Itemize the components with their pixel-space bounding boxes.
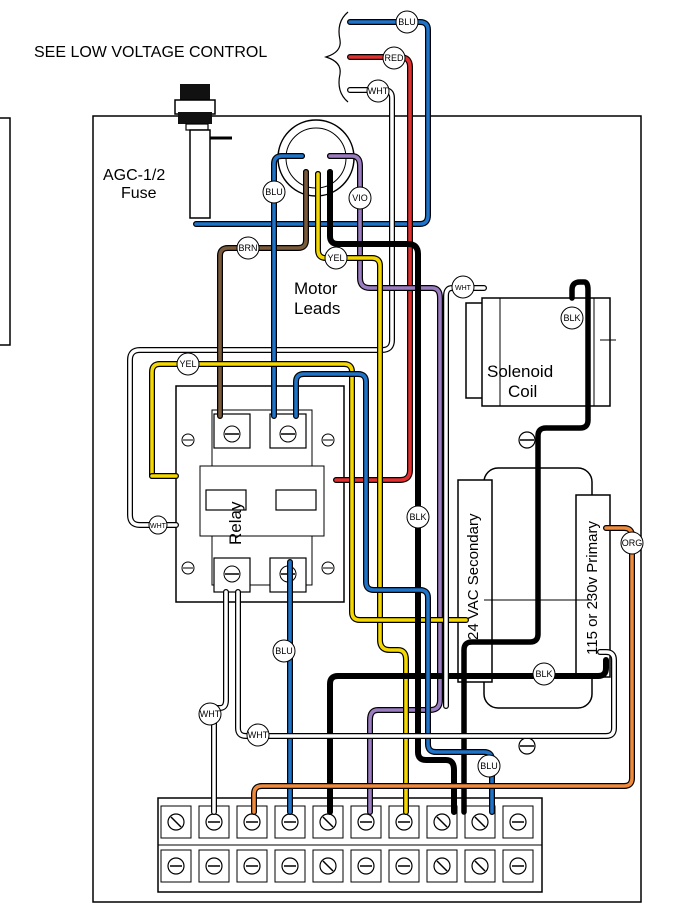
adjacent-panel: [0, 117, 11, 346]
tag-org: ORG: [620, 531, 644, 555]
tag-blk-solenoid: BLK: [560, 306, 584, 330]
terminal-screw: [312, 849, 344, 883]
svg-text:VIO: VIO: [352, 193, 368, 203]
svg-text:RED: RED: [384, 53, 404, 63]
motor-label-line2: Leads: [294, 299, 340, 318]
svg-text:WHT: WHT: [248, 730, 269, 740]
wire-black-primary: [327, 657, 609, 815]
terminal-screw: [502, 849, 534, 883]
tag-blu-relay: BLU: [272, 639, 296, 663]
svg-text:WHT: WHT: [200, 709, 221, 719]
svg-text:BLU: BLU: [275, 646, 293, 656]
tag-brn: BRN: [236, 236, 260, 260]
svg-text:BLK: BLK: [563, 313, 580, 323]
low-voltage-brace: [323, 11, 349, 103]
svg-text:BRN: BRN: [238, 243, 257, 253]
relay: [175, 385, 345, 603]
svg-text:YEL: YEL: [327, 253, 344, 263]
tag-blu-bottom: BLU: [477, 754, 501, 778]
tag-yel-left: YEL: [176, 352, 200, 376]
fuse-label-line1: AGC-1/2: [103, 167, 165, 184]
fuse-label-line2: Fuse: [121, 185, 157, 202]
wire-black-main: [327, 169, 457, 815]
solenoid-label-line1: Solenoid: [487, 362, 553, 381]
tag-blu-motor: BLU: [262, 180, 286, 204]
tag-wht-solenoid: WHT: [451, 275, 475, 299]
tag-wht-lower-left: WHT: [198, 702, 222, 726]
svg-text:WHT: WHT: [150, 523, 167, 530]
low-voltage-label: SEE LOW VOLTAGE CONTROL: [34, 44, 267, 61]
svg-text:YEL: YEL: [179, 359, 196, 369]
svg-text:BLU: BLU: [480, 761, 498, 771]
svg-text:WHT: WHT: [455, 285, 472, 292]
terminal-screw: [426, 849, 458, 883]
tag-blk-primary: BLK: [532, 662, 556, 686]
motor-label-line1: Motor: [294, 279, 338, 298]
secondary-label: 24 VAC Secondary: [465, 513, 482, 640]
svg-text:WHT: WHT: [368, 86, 389, 96]
tag-vio: VIO: [348, 186, 372, 210]
terminal-screw: [236, 805, 268, 839]
tag-blu-top: BLU: [395, 10, 419, 34]
terminal-screw: [236, 849, 268, 883]
terminal-screw: [274, 849, 306, 883]
svg-text:BLK: BLK: [409, 512, 426, 522]
svg-text:BLU: BLU: [265, 187, 283, 197]
svg-text:BLU: BLU: [398, 17, 416, 27]
relay-label: Relay: [226, 501, 245, 545]
primary-label: 115 or 230v Primary: [584, 521, 601, 655]
terminal-screw: [464, 849, 496, 883]
terminal-screw: [198, 849, 230, 883]
terminal-screw: [388, 805, 420, 839]
terminal-screw: [160, 849, 192, 883]
solenoid-coil: [465, 297, 616, 407]
terminal-screw: [160, 805, 192, 839]
tag-wht-lower: WHT: [246, 723, 270, 747]
tag-wht-top: WHT: [366, 79, 390, 103]
solenoid-label-line2: Coil: [508, 382, 537, 401]
tag-yel-motor: YEL: [324, 246, 348, 270]
tag-red-top: RED: [382, 46, 406, 70]
tag-blk-mid: BLK: [406, 505, 430, 529]
terminal-screw: [426, 805, 458, 839]
fuse-holder: [174, 84, 232, 219]
terminal-screw: [388, 849, 420, 883]
wire-black-solenoid: [461, 279, 591, 815]
terminal-screw: [350, 805, 382, 839]
terminal-screw: [502, 805, 534, 839]
tag-wht-relay: WHT: [148, 515, 168, 535]
svg-text:BLK: BLK: [535, 669, 552, 679]
svg-text:ORG: ORG: [622, 538, 643, 548]
terminal-screw: [198, 805, 230, 839]
terminal-screw: [350, 849, 382, 883]
